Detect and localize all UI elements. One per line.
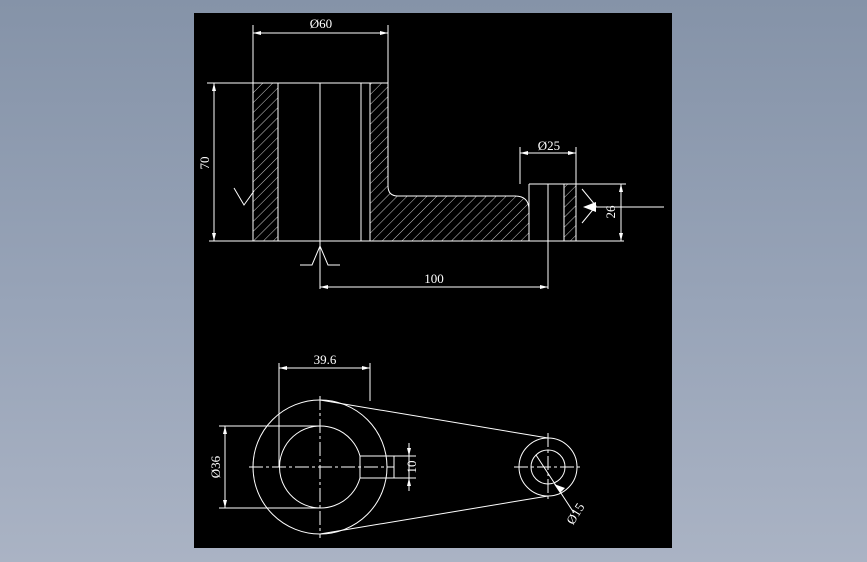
dim-right-boss-diameter: Ø25	[538, 138, 560, 153]
left-wall-hatch	[253, 83, 278, 241]
dim-front-height: 70	[197, 157, 212, 170]
cad-drawing-svg: Ø60 70 Ø25 26 100	[194, 13, 672, 548]
left-hub-slotted-bore	[279, 425, 395, 509]
body-hatch	[370, 83, 529, 241]
dim-right-boss-height: 26	[603, 205, 618, 219]
plan-arrows	[223, 366, 565, 508]
arm-lower-edge	[319, 495, 549, 535]
right-boss-hatch	[564, 184, 576, 241]
dim-plan-slot-width: 10	[404, 461, 419, 474]
dim-center-distance: 100	[424, 271, 444, 286]
roughness-symbol-left	[233, 187, 255, 206]
arm-upper-edge	[319, 399, 549, 439]
dim-plan-offset: 39.6	[314, 352, 337, 367]
dim-plan-left-diameter: Ø36	[208, 455, 223, 478]
dim-front-top-diameter: Ø60	[310, 16, 332, 31]
plan-view	[219, 363, 582, 538]
cad-drawing-canvas: Ø60 70 Ø25 26 100	[194, 13, 672, 548]
front-view	[207, 25, 664, 289]
front-arrows	[212, 31, 623, 289]
